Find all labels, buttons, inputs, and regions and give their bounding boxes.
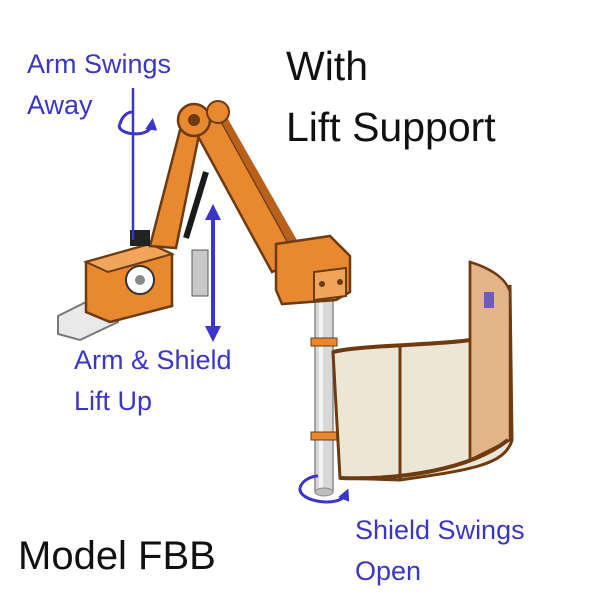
support-pole [310,299,338,497]
curved-shield [331,260,514,482]
page-title: With Lift Support [286,46,496,148]
shield-swings-label-line2: Open [355,556,422,586]
shield-pivot-block [274,234,352,306]
lift-support-cylinder [183,171,209,297]
shield-rotate-arrow-icon [298,474,350,504]
arm-lift-label-line2: Lift Up [74,386,153,416]
model-label: Model FBB [18,534,216,578]
arm-lift-label-line1: Arm & Shield [74,345,232,375]
title-line1: With [286,43,368,89]
arm-swings-label-line1: Arm Swings [27,49,172,79]
title-line2: Lift Support [286,104,496,150]
upper-arm-segment [176,100,306,274]
shield-swings-label-line1: Shield Swings [355,515,525,545]
arm-swing-axis-icon [117,88,158,240]
mounting-base [57,242,175,342]
arm-swings-label-line2: Away [27,90,93,120]
arm-swings-label: Arm Swings Away [27,51,171,119]
shield-swings-label: Shield Swings Open [355,517,525,585]
arm-lift-label: Arm & Shield Lift Up [74,347,232,415]
